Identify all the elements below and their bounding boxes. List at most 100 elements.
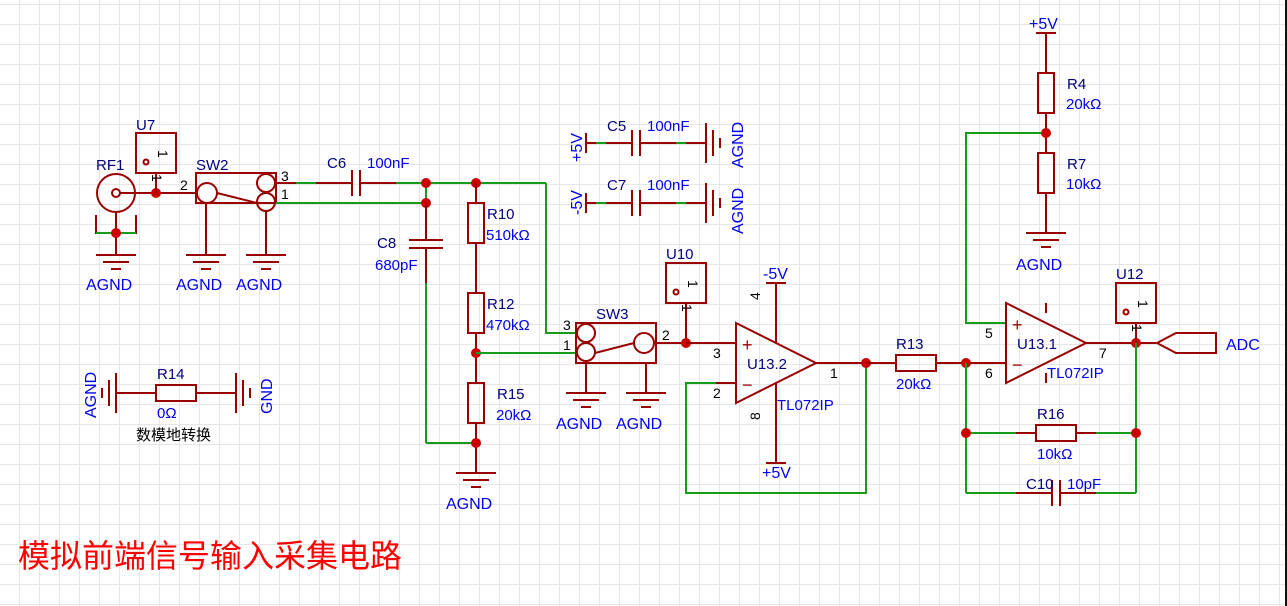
c10-ref: C10 (1026, 476, 1054, 493)
ground-symbol (1026, 232, 1066, 248)
sw3-pin: 2 (662, 327, 670, 343)
r7-value: 10kΩ (1066, 176, 1101, 193)
sw2-pin: 1 (281, 186, 289, 202)
u7-testpoint[interactable] (135, 132, 177, 193)
sw2-switch[interactable] (195, 172, 277, 255)
r15-ref: R15 (497, 386, 525, 403)
n5v-label: -5V (569, 190, 586, 215)
c6-capacitor[interactable] (351, 170, 361, 196)
c7-capacitor[interactable] (585, 183, 721, 223)
rf1-ref: RF1 (96, 157, 124, 174)
r15-resistor[interactable] (467, 382, 485, 424)
r14-resistor[interactable] (155, 384, 197, 402)
u13-1-part: TL072IP (1047, 365, 1104, 382)
r7-resistor[interactable] (1037, 152, 1055, 194)
r10-resistor[interactable] (467, 202, 485, 244)
r12-ref: R12 (487, 296, 515, 313)
r16-ref: R16 (1037, 406, 1065, 423)
c5-value: 100nF (647, 118, 690, 135)
sw2-pin: 3 (281, 168, 289, 184)
u13-2-opamp[interactable] (716, 282, 866, 464)
u13-1-opamp[interactable] (1005, 301, 1156, 385)
u13-1-pin: 5 (985, 325, 993, 341)
sw2-pin: 2 (180, 177, 188, 193)
u7-ref: U7 (136, 117, 155, 134)
minus-sign: − (742, 375, 753, 395)
c10-value: 10pF (1067, 476, 1101, 493)
sw3-switch[interactable] (575, 322, 686, 393)
u13-1-pin: 6 (985, 365, 993, 381)
c5-ref: C5 (607, 118, 626, 135)
junction (1041, 128, 1051, 138)
r14-ref: R14 (157, 366, 185, 383)
gnd-label: GND (259, 378, 276, 414)
agnd-label: AGND (86, 277, 132, 294)
r12-value: 470kΩ (486, 317, 530, 334)
agnd-label: AGND (236, 277, 282, 294)
sw2-ref: SW2 (196, 157, 229, 174)
agnd-label: AGND (446, 496, 492, 513)
adc-label: ADC (1226, 337, 1260, 354)
c6-value: 100nF (367, 155, 410, 172)
minus-sign: − (1012, 355, 1023, 375)
r12-resistor[interactable] (467, 292, 485, 334)
junction (111, 228, 121, 238)
ground-symbol (246, 254, 286, 270)
c5-capacitor[interactable] (585, 123, 721, 163)
u13-2-pin: 2 (713, 385, 721, 401)
schematic-title: 模拟前端信号输入采集电路 (18, 538, 402, 574)
agnd-label: AGND (556, 416, 602, 433)
u13-1-ref: U13.1 (1017, 336, 1057, 353)
c6-ref: C6 (327, 155, 346, 172)
u10-ref: U10 (666, 246, 694, 263)
u13-2-pin: 1 (830, 365, 838, 381)
r10-ref: R10 (487, 206, 515, 223)
r13-value: 20kΩ (896, 376, 931, 393)
plus-sign: + (1012, 315, 1023, 335)
r15-value: 20kΩ (496, 407, 531, 424)
u10-testpoint[interactable] (665, 262, 707, 343)
n5v-label: -5V (763, 266, 788, 283)
agnd-label: AGND (176, 277, 222, 294)
junction (471, 438, 481, 448)
u12-testpoint[interactable] (1115, 282, 1157, 343)
r10-value: 510kΩ (486, 227, 530, 244)
u7-pin: 1 (155, 150, 171, 158)
r14-value: 0Ω (157, 405, 177, 422)
u13-2-pin: 4 (747, 292, 763, 300)
c8-ref: C8 (377, 235, 396, 252)
u7-pin-num: 1 (149, 174, 165, 182)
u10-pin: 1 (685, 280, 701, 288)
agnd-label: AGND (83, 372, 100, 418)
u13-1-pin: 7 (1099, 345, 1107, 361)
u13-2-ref: U13.2 (747, 356, 787, 373)
ground-symbol (186, 254, 226, 270)
r16-value: 10kΩ (1037, 446, 1072, 463)
junction (421, 178, 431, 188)
c7-ref: C7 (607, 177, 626, 194)
adc-port[interactable] (1154, 332, 1217, 354)
u10-pin-num: 1 (679, 304, 695, 312)
c8-value: 680pF (375, 257, 418, 274)
ground-symbol (566, 392, 606, 408)
r7-ref: R7 (1067, 156, 1086, 173)
u13-2-pin: 8 (747, 412, 763, 420)
plus-sign: + (742, 335, 753, 355)
r13-ref: R13 (896, 336, 924, 353)
ground-symbol (456, 472, 496, 488)
agnd-label: AGND (1016, 257, 1062, 274)
p5v-label: +5V (569, 133, 586, 162)
ground-conversion-note: 数模地转换 (136, 427, 211, 444)
u12-pin: 1 (1135, 300, 1151, 308)
r16-resistor[interactable] (1035, 424, 1077, 442)
r13-resistor[interactable] (895, 354, 937, 372)
p5v-label: +5V (1029, 16, 1058, 33)
r4-resistor[interactable] (1037, 72, 1055, 114)
u12-pin-num: 1 (1129, 324, 1145, 332)
u13-2-part: TL072IP (777, 397, 834, 414)
r14-ground-link[interactable] (101, 373, 251, 413)
agnd-label: AGND (616, 416, 662, 433)
c8-capacitor[interactable] (409, 239, 443, 249)
agnd-label: AGND (730, 122, 747, 168)
